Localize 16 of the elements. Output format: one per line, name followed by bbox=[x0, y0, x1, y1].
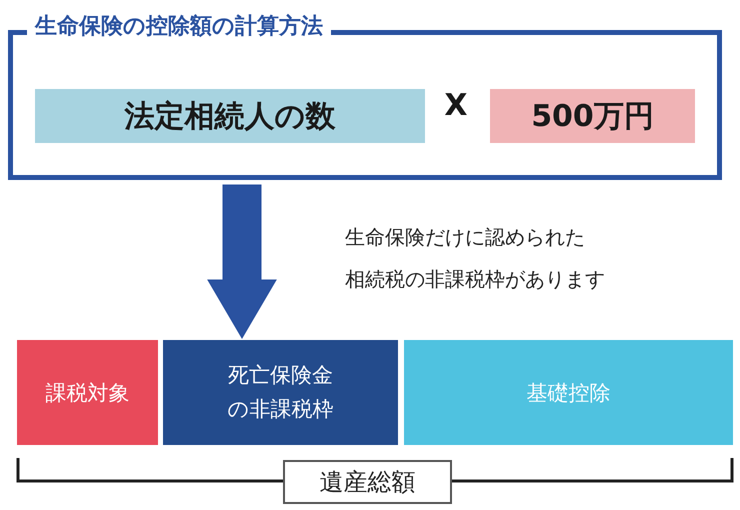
total-label-box bbox=[283, 460, 452, 504]
box-label: 課税対象 bbox=[46, 380, 130, 406]
segment-box bbox=[404, 340, 733, 445]
box-label: 基礎控除 bbox=[526, 380, 610, 406]
box-label: 法定相続人の数 bbox=[124, 98, 336, 136]
factor-box bbox=[35, 89, 425, 143]
segment-box bbox=[163, 340, 398, 445]
segment-box bbox=[17, 340, 158, 445]
box-label: 死亡保険金の非課税枠 bbox=[226, 362, 334, 422]
multiply-sign: X bbox=[443, 88, 469, 123]
note-text: 相続税の非課税枠があります bbox=[345, 266, 606, 293]
amount-box bbox=[490, 89, 695, 143]
box-label: 500万円 bbox=[531, 98, 654, 136]
arrow bbox=[207, 184, 277, 339]
box-label: 遺産総額 bbox=[320, 467, 416, 498]
note-text: 生命保険だけに認められた bbox=[345, 224, 586, 251]
